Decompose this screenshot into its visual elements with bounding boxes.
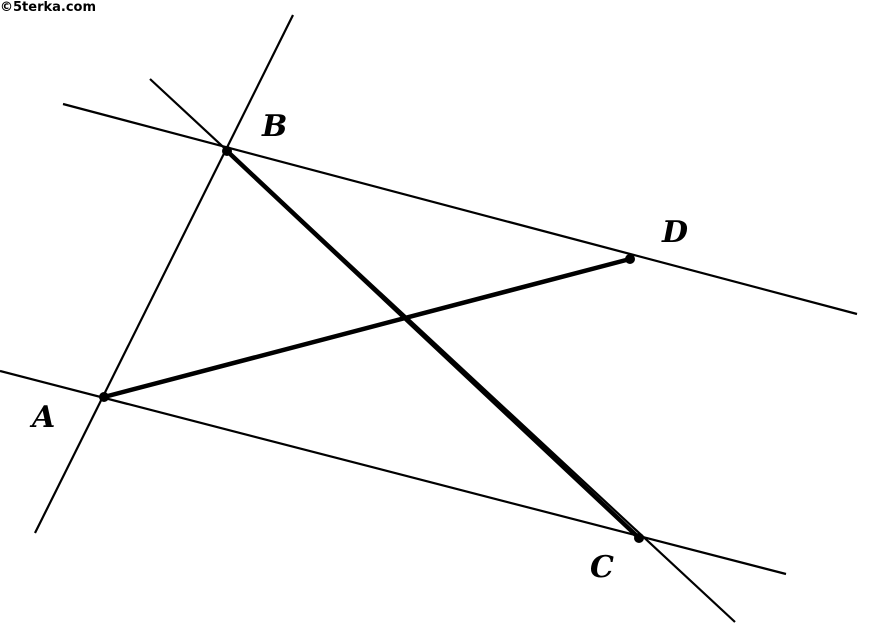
point-d — [625, 254, 635, 264]
line-through-a — [0, 369, 787, 576]
label-c: C — [590, 550, 614, 585]
point-b — [222, 146, 232, 156]
line-through-b — [62, 102, 858, 316]
watermark-text: ©5terka.com — [0, 0, 97, 15]
segment-bc — [224, 148, 642, 541]
point-a — [99, 392, 109, 402]
point-c — [634, 533, 644, 543]
line-ab — [34, 14, 294, 534]
label-d: D — [661, 215, 688, 250]
segment-ad — [101, 256, 633, 400]
label-b: B — [261, 109, 287, 144]
label-a: A — [29, 400, 55, 435]
